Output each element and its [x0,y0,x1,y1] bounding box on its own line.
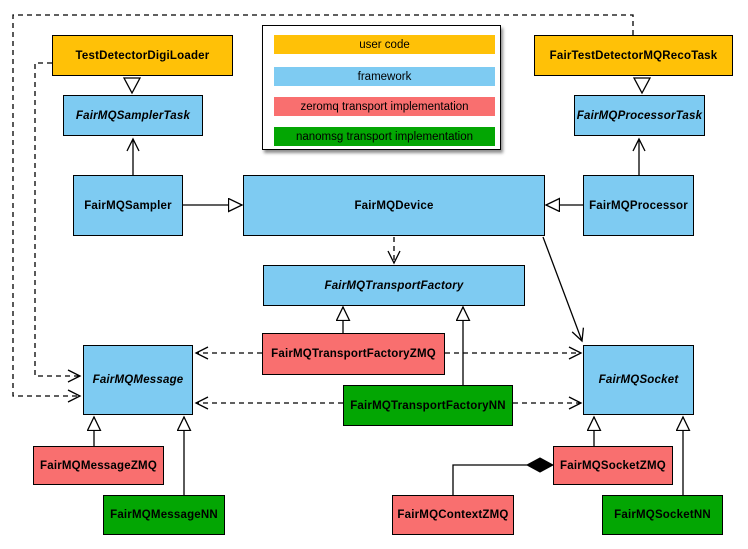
legend-box: user code framework zeromq transport imp… [262,25,501,150]
class-box-fairmqdevice: FairMQDevice [243,175,545,236]
class-box-fairmqprocessor: FairMQProcessor [583,175,694,236]
composition-diamond-icon [525,457,555,473]
inheritance-triangle-digiloader [122,77,142,95]
inheritance-triangle-recotask [632,77,652,95]
legend-item-framework: framework [274,67,495,86]
edge-contextzmq-composition-line [452,464,527,495]
class-box-fairmqmessagezmq: FairMQMessageZMQ [33,446,164,485]
class-box-fairmqsocket: FairMQSocket [583,345,694,415]
class-box-fairmqmessage: FairMQMessage [83,345,193,415]
class-box-fairmqsampler: FairMQSampler [73,175,183,236]
class-box-fairmqsocketzmq: FairMQSocketZMQ [553,446,673,485]
class-box-fairmqprocessortask: FairMQProcessorTask [574,95,705,136]
edge-recotask-to-message-dependency [12,14,634,403]
class-box-fairmqtransportfactory: FairMQTransportFactory [263,265,525,306]
class-box-fairmqtransportfactoryzmq: FairMQTransportFactoryZMQ [262,333,445,375]
class-box-fairmqmessagenn: FairMQMessageNN [103,495,225,535]
legend-item-nanomsg: nanomsg transport implementation [274,127,495,146]
edge-digiloader-to-message-dependency [34,62,82,383]
class-box-fairmqtransportfactorynn: FairMQTransportFactoryNN [343,385,513,426]
class-box-fairtestdetectormqrecotask: FairTestDetectorMQRecoTask [534,35,733,76]
class-box-fairmqsamplertask: FairMQSamplerTask [63,95,203,136]
class-box-fairmqcontextzmq: FairMQContextZMQ [392,495,514,535]
edge-device-to-socket [542,236,585,343]
class-box-testdetectordigiloader: TestDetectorDigiLoader [52,35,233,76]
class-box-fairmqsocketnn: FairMQSocketNN [602,495,723,535]
legend-item-user-code: user code [274,35,495,54]
legend-item-zeromq: zeromq transport implementation [274,97,495,116]
